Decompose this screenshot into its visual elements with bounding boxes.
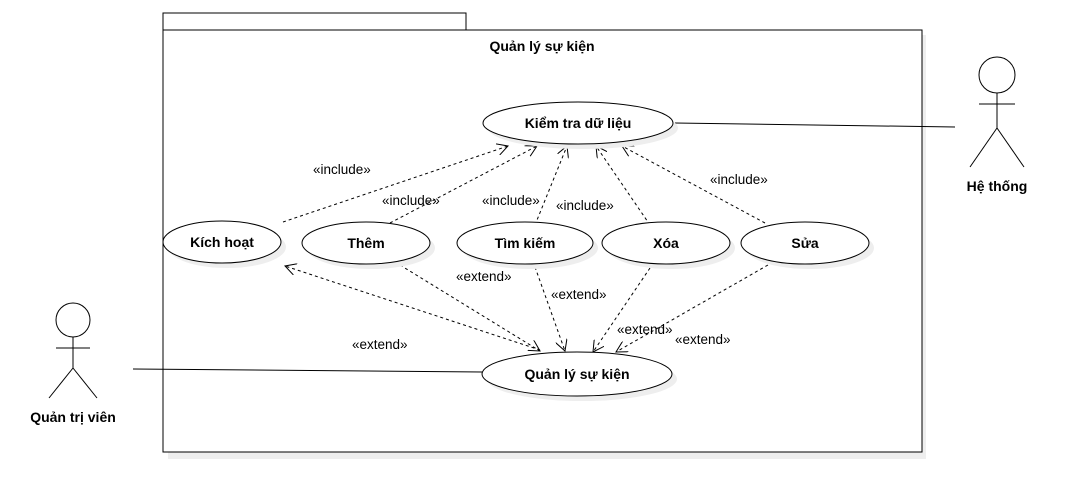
actor-head-icon — [55, 302, 91, 338]
package-tab — [162, 12, 467, 31]
extend-label: «extend» — [675, 332, 731, 347]
include-label: «include» — [382, 193, 440, 208]
extend-label: «extend» — [352, 337, 408, 352]
usecase-label: Thêm — [347, 235, 384, 251]
actor-he-thong[interactable]: Hệ thống — [967, 56, 1028, 194]
actor-quan-tri-vien[interactable]: Quản trị viên — [30, 302, 116, 425]
actor-label: Hệ thống — [967, 178, 1028, 194]
usecase-label: Kiểm tra dữ liệu — [525, 115, 632, 131]
extend-label: «extend» — [617, 322, 673, 337]
include-label: «include» — [313, 162, 371, 177]
include-timkiem-kiemtra — [534, 146, 567, 226]
include-label: «include» — [556, 198, 614, 213]
actor-label: Quản trị viên — [30, 409, 116, 425]
extend-xoa-quanly — [593, 267, 651, 352]
usecase-label: Xóa — [653, 235, 679, 251]
usecase-label: Sửa — [791, 235, 818, 251]
package-title: Quản lý sự kiện — [489, 38, 594, 54]
include-label: «include» — [710, 172, 768, 187]
usecase-them[interactable]: Thêm — [301, 221, 435, 269]
usecase-label: Tìm kiếm — [495, 235, 556, 251]
association-hethong — [674, 122, 956, 128]
usecase-kiem-tra-du-lieu[interactable]: Kiểm tra dữ liệu — [482, 101, 678, 149]
extend-quanly-kichhoat — [285, 266, 541, 351]
actor-head-icon — [978, 56, 1016, 94]
usecase-quan-ly-su-kien[interactable]: Quản lý sự kiện — [481, 351, 677, 401]
association-quantrivien — [132, 368, 483, 373]
usecase-label: Quản lý sự kiện — [524, 366, 629, 382]
usecase-sua[interactable]: Sửa — [740, 221, 874, 269]
extend-sua-quanly — [616, 264, 769, 352]
usecase-tim-kiem[interactable]: Tìm kiếm — [456, 221, 598, 269]
usecase-xoa[interactable]: Xóa — [601, 221, 735, 269]
extend-timkiem-quanly — [534, 266, 565, 351]
usecase-kich-hoat[interactable]: Kích hoạt — [162, 220, 286, 268]
extend-label: «extend» — [456, 269, 512, 284]
include-xoa-kiemtra — [596, 146, 651, 226]
usecase-label: Kích hoạt — [190, 234, 254, 250]
extend-label: «extend» — [551, 287, 607, 302]
include-them-kiemtra — [389, 146, 537, 224]
include-label: «include» — [482, 193, 540, 208]
